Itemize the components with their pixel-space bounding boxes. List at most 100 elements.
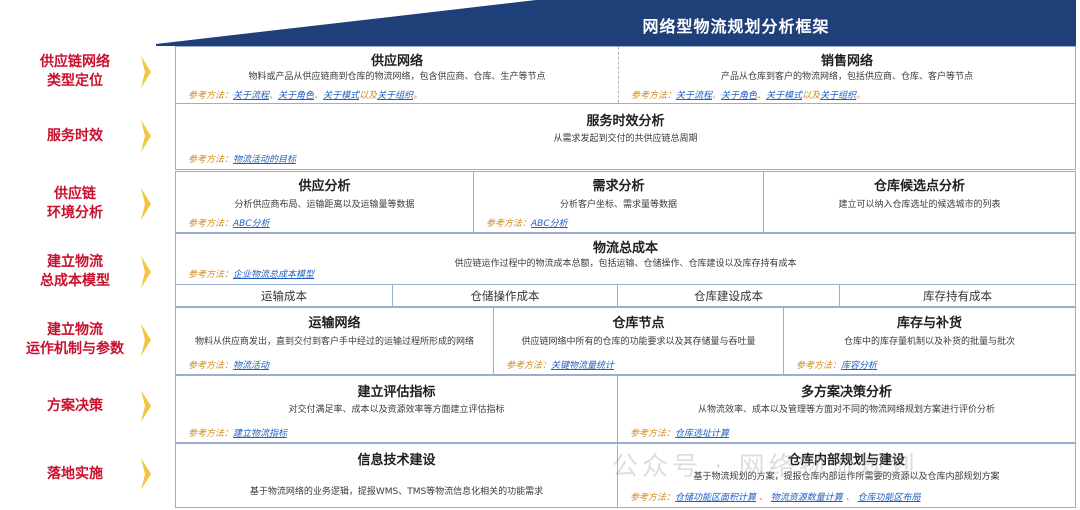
- reference-link[interactable]: 建立物流指标: [233, 429, 288, 439]
- reference-link[interactable]: 物流活动: [233, 361, 270, 371]
- cell-description: 仓库中的库存量机制以及补货的批量与批次: [843, 337, 1015, 347]
- implementation-box: 信息技术建设 基于物流网络的业务逻辑，提报WMS、TMS等物流信息化相关的功能需…: [175, 443, 1076, 508]
- row-label-text: 供应链 环境分析: [47, 186, 103, 221]
- row-label-text: 服务时效: [47, 127, 103, 144]
- supply-network-cell: 供应网络 物料或产品从供应链商到仓库的物流网络，包含供应商、仓库、生产等节点 参…: [176, 47, 618, 103]
- reference-link[interactable]: 关于组织: [820, 91, 857, 101]
- reference-link[interactable]: 关于模式: [766, 91, 803, 101]
- cell-title: 仓库候选点分析: [873, 179, 965, 194]
- row-label-text: 建立物流 总成本模型: [40, 254, 110, 289]
- service-analysis-cell: 服务时效分析 从需求发起到交付的共供应链总周期 参考方法：物流活动的目标: [176, 104, 1075, 169]
- cell-title: 运输网络: [308, 316, 361, 331]
- inventory-replenishment-cell: 库存与补货 仓库中的库存量机制以及补货的批量与批次 参考方法：库容分析: [783, 308, 1075, 374]
- reference-methods: 参考方法：仓库选址计算: [630, 426, 729, 439]
- warehouse-candidate-cell: 仓库候选点分析 建立可以纳入仓库选址的候选城市的列表: [763, 172, 1075, 232]
- cost-item-transport: 运输成本: [261, 288, 307, 303]
- multi-scheme-cell: 多方案决策分析 从物流效率、成本以及管理等方面对不同的物流网络规划方案进行评价分…: [617, 376, 1075, 442]
- row-label-total-cost: 建立物流 总成本模型: [0, 248, 165, 296]
- cell-title: 供应分析: [298, 179, 351, 194]
- cost-item-inventory-holding: 库存持有成本: [839, 285, 1075, 306]
- cell-title: 物流总成本: [592, 241, 658, 256]
- cell-title: 仓库内部规划与建设: [787, 453, 905, 468]
- sales-network-cell: 销售网络 产品从仓库到客户的物流网络，包括供应商、仓库、客户等节点 参考方法：关…: [618, 47, 1075, 103]
- total-cost-cell: 物流总成本 供应链运作过程中的物流成本总额，包括运输、仓储操作、仓库建设以及库存…: [176, 234, 1075, 284]
- reference-methods: 参考方法：物流活动的目标: [188, 152, 296, 165]
- reference-link[interactable]: 仓库选址计算: [675, 429, 730, 439]
- reference-methods: 参考方法：仓储功能区面积计算 、 物流资源数量计算 、 仓库功能区布局: [630, 490, 921, 503]
- cost-items-strip: 运输成本 仓储操作成本 仓库建设成本 库存持有成本: [175, 284, 1076, 307]
- reference-link[interactable]: 仓储功能区面积计算: [675, 493, 757, 503]
- reference-methods: 参考方法：关于流程、关于角色、关于模式以及关于组织。: [188, 88, 422, 101]
- row-label-text: 建立物流 运作机制与参数: [26, 322, 124, 357]
- chevron-right-icon: [141, 390, 151, 422]
- chevron-right-icon: [141, 458, 151, 490]
- reference-link[interactable]: 关于组织: [377, 91, 414, 101]
- it-construction-cell: 信息技术建设 基于物流网络的业务逻辑，提报WMS、TMS等物流信息化相关的功能需…: [176, 444, 617, 507]
- reference-separator: 、: [842, 493, 858, 503]
- reference-methods: 参考方法：关于流程、关于角色、关于模式以及关于组织。: [631, 88, 865, 101]
- reference-separator: 、: [269, 91, 279, 101]
- cell-title: 服务时效分析: [586, 114, 665, 129]
- cell-description: 物料或产品从供应链商到仓库的物流网络，包含供应商、仓库、生产等节点: [248, 72, 546, 82]
- reference-link[interactable]: 关于角色: [721, 91, 758, 101]
- watermark-text: 公众号 · 网络物流规划: [612, 452, 919, 482]
- cell-title: 仓库节点: [612, 316, 665, 331]
- reference-methods: 参考方法：关键物流量统计: [506, 358, 614, 371]
- cell-description: 基于物流规划的方案，提报仓库内部运作所需要的资源以及仓库内部规划方案: [693, 472, 1000, 482]
- reference-link[interactable]: 物流资源数量计算: [770, 493, 843, 503]
- reference-methods: 参考方法：库容分析: [796, 358, 877, 371]
- row-label-service: 服务时效: [0, 112, 165, 160]
- reference-methods: 参考方法：物流活动: [188, 358, 269, 371]
- total-cost-box: 物流总成本 供应链运作过程中的物流成本总额，包括运输、仓储操作、仓库建设以及库存…: [175, 233, 1076, 285]
- row-label-decision: 方案决策: [0, 382, 165, 430]
- reference-prefix: 参考方法：: [188, 270, 234, 280]
- service-box: 服务时效分析 从需求发起到交付的共供应链总周期 参考方法：物流活动的目标: [175, 103, 1076, 170]
- reference-separator: 。: [413, 91, 423, 101]
- cell-description: 供应链网络中所有的仓库的功能要求以及其存储量与吞吐量: [521, 337, 756, 347]
- reference-link[interactable]: 关于流程: [676, 91, 713, 101]
- reference-link[interactable]: 仓库功能区布局: [857, 493, 921, 503]
- cost-item-warehouse-operation: 仓储操作成本: [392, 285, 617, 306]
- banner-shape: [156, 0, 1076, 46]
- reference-separator: 、: [314, 91, 324, 101]
- reference-link[interactable]: ABC分析: [233, 219, 270, 229]
- reference-prefix: 参考方法：: [188, 155, 234, 165]
- reference-prefix: 参考方法：: [188, 361, 234, 371]
- network-type-box: 供应网络 物料或产品从供应链商到仓库的物流网络，包含供应商、仓库、生产等节点 参…: [175, 46, 1076, 104]
- reference-link[interactable]: 企业物流总成本模型: [233, 270, 315, 280]
- reference-separator: 以及: [802, 91, 821, 101]
- reference-separator: 、: [757, 91, 767, 101]
- cell-title: 销售网络: [820, 54, 873, 69]
- row-label-implementation: 落地实施: [0, 450, 165, 498]
- reference-link[interactable]: 关键物流量统计: [551, 361, 615, 371]
- reference-methods: 参考方法：建立物流指标: [188, 426, 287, 439]
- reference-link[interactable]: 关于模式: [323, 91, 360, 101]
- chevron-right-icon: [141, 120, 151, 152]
- reference-link[interactable]: 关于角色: [278, 91, 315, 101]
- reference-separator: 以及: [359, 91, 378, 101]
- row-label-mechanism: 建立物流 运作机制与参数: [0, 316, 165, 364]
- row-label-text: 落地实施: [47, 465, 103, 482]
- cell-description: 产品从仓库到客户的物流网络，包括供应商、仓库、客户等节点: [720, 72, 973, 82]
- reference-prefix: 参考方法：: [188, 219, 234, 229]
- reference-link[interactable]: ABC分析: [531, 219, 568, 229]
- chevron-right-icon: [141, 256, 151, 288]
- cell-description: 对交付满足率、成本以及资源效率等方面建立评估指标: [288, 405, 505, 415]
- reference-prefix: 参考方法：: [630, 493, 676, 503]
- cell-description: 物料从供应商发出，直到交付到客户手中经过的运输过程所形成的网络: [194, 337, 474, 347]
- cell-title: 供应网络: [370, 54, 423, 69]
- reference-separator: 、: [756, 493, 771, 503]
- reference-prefix: 参考方法：: [506, 361, 552, 371]
- row-label-network-type: 供应链网络 类型定位: [0, 48, 165, 96]
- cell-description: 分析供应商布局、运输距离以及运输量等数据: [234, 200, 415, 210]
- reference-prefix: 参考方法：: [796, 361, 842, 371]
- reference-prefix: 参考方法：: [486, 219, 532, 229]
- reference-link[interactable]: 物流活动的目标: [233, 155, 297, 165]
- cost-item-warehouse-construction: 仓库建设成本: [617, 285, 839, 306]
- chevron-right-icon: [141, 324, 151, 356]
- reference-prefix: 参考方法：: [188, 429, 234, 439]
- cell-title: 建立评估指标: [357, 385, 436, 400]
- reference-link[interactable]: 库容分析: [841, 361, 878, 371]
- reference-methods: 参考方法：ABC分析: [188, 216, 270, 229]
- reference-link[interactable]: 关于流程: [233, 91, 270, 101]
